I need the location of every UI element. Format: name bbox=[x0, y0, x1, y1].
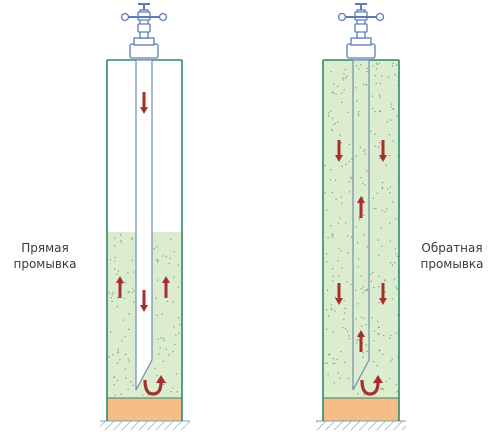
label-reverse-flushing: Обратная промывка bbox=[410, 240, 494, 272]
flow-arrows-direct bbox=[116, 92, 170, 396]
flow-arrow-icon bbox=[357, 196, 365, 218]
tubing-reverse bbox=[352, 59, 370, 391]
flow-arrow-icon bbox=[357, 330, 365, 352]
sand-plug-direct bbox=[106, 397, 183, 422]
flow-arrow-icon bbox=[335, 283, 343, 305]
u-turn-arrow-icon bbox=[143, 375, 166, 396]
flow-arrow-icon bbox=[140, 290, 148, 312]
u-turn-arrow-icon bbox=[360, 375, 383, 396]
label-direct-line2: промывка bbox=[13, 257, 77, 271]
flow-arrow-icon bbox=[379, 140, 387, 162]
flow-arrow-icon bbox=[140, 92, 148, 114]
ground-direct bbox=[100, 421, 190, 430]
well-reverse bbox=[316, 3, 406, 430]
flow-arrow-icon bbox=[335, 140, 343, 162]
fluid-texture-reverse bbox=[324, 62, 399, 396]
sand-plug-reverse bbox=[322, 397, 400, 422]
ground-reverse bbox=[316, 421, 406, 430]
wellhead-valve-icon bbox=[120, 3, 168, 59]
label-reverse-line1: Обратная bbox=[421, 241, 483, 255]
tubing-direct bbox=[135, 59, 153, 391]
label-reverse-line2: промывка bbox=[420, 257, 484, 271]
flow-arrow-icon bbox=[116, 276, 124, 298]
flow-arrows-reverse bbox=[335, 140, 387, 396]
flow-arrow-icon bbox=[379, 283, 387, 305]
fluid-texture-direct bbox=[108, 234, 181, 396]
label-direct-line1: Прямая bbox=[21, 241, 69, 255]
wellhead-valve-icon bbox=[337, 3, 385, 59]
well-direct bbox=[100, 3, 190, 430]
flow-arrow-icon bbox=[162, 276, 170, 298]
label-direct-flushing: Прямая промывка bbox=[8, 240, 82, 272]
